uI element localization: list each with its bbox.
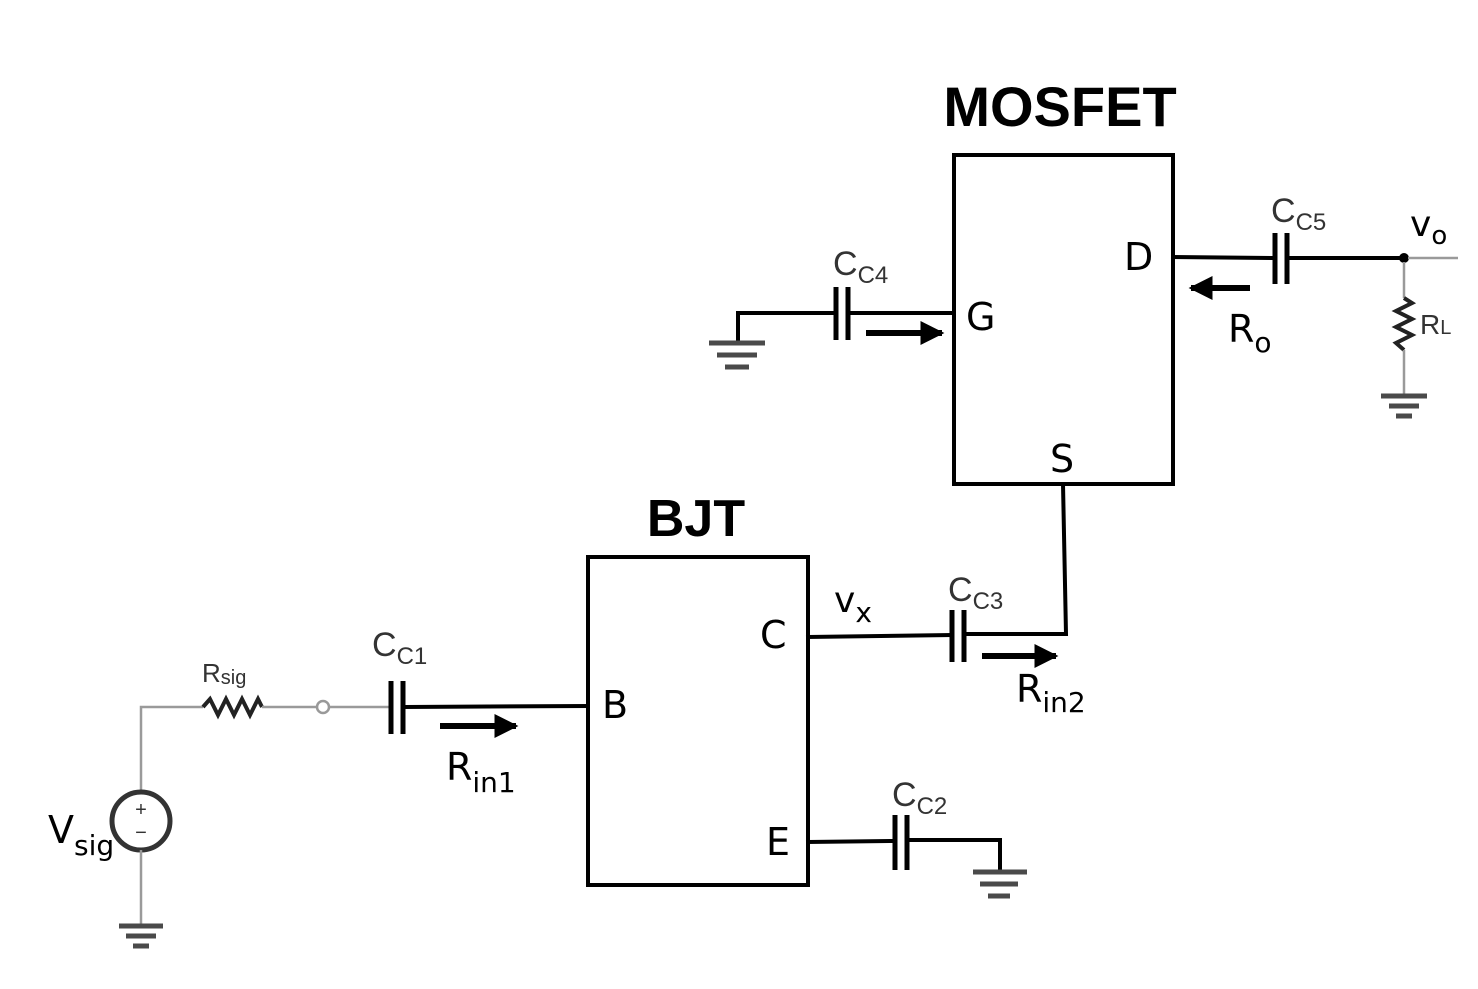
emitter-bypass-network xyxy=(805,815,1027,899)
cc4-label: CC4 xyxy=(833,245,888,289)
bjt-title: BJT xyxy=(647,490,745,548)
mosfet-title: MOSFET xyxy=(943,75,1176,138)
cc5-label: CC5 xyxy=(1271,192,1326,236)
rsig-label: Rsig xyxy=(202,658,246,689)
ground-icon xyxy=(1381,393,1427,419)
bjt-collector-label: C xyxy=(760,613,787,657)
rsig-resistor-icon xyxy=(201,694,264,720)
ground-icon xyxy=(973,869,1027,899)
rl-label: RL xyxy=(1420,309,1451,340)
rin1-label: Rin1 xyxy=(446,745,516,799)
vo-label: vo xyxy=(1410,204,1447,251)
vsig-source-icon: + − xyxy=(109,789,173,853)
output-node-icon xyxy=(1399,253,1409,263)
cc1-label: CC1 xyxy=(372,626,427,670)
gate-network xyxy=(709,287,956,370)
vsig-wire xyxy=(139,705,203,792)
ground-icon xyxy=(709,340,765,370)
signal-input-network xyxy=(139,681,591,792)
input-terminal-icon xyxy=(315,699,331,715)
svg-text:−: − xyxy=(135,822,147,844)
mosfet-drain-label: D xyxy=(1124,235,1153,279)
rl-resistor-icon xyxy=(1391,296,1417,352)
vsig-label: Vsig xyxy=(48,808,114,862)
bjt-block xyxy=(586,555,810,887)
ro-label: Ro xyxy=(1228,307,1272,359)
cc3-label: CC3 xyxy=(948,571,1003,615)
svg-text:+: + xyxy=(135,799,147,821)
bjt-base-label: B xyxy=(602,683,628,727)
collector-source-network xyxy=(805,481,1069,668)
rin2-label: Rin2 xyxy=(1016,667,1086,719)
mosfet-gate-label: G xyxy=(966,295,995,339)
mosfet-source-label: S xyxy=(1050,437,1074,481)
output-network xyxy=(1170,233,1458,419)
cc2-label: CC2 xyxy=(892,776,947,820)
bjt-emitter-label: E xyxy=(766,820,790,864)
vx-label: vx xyxy=(834,580,872,629)
ground-icon xyxy=(119,923,163,949)
